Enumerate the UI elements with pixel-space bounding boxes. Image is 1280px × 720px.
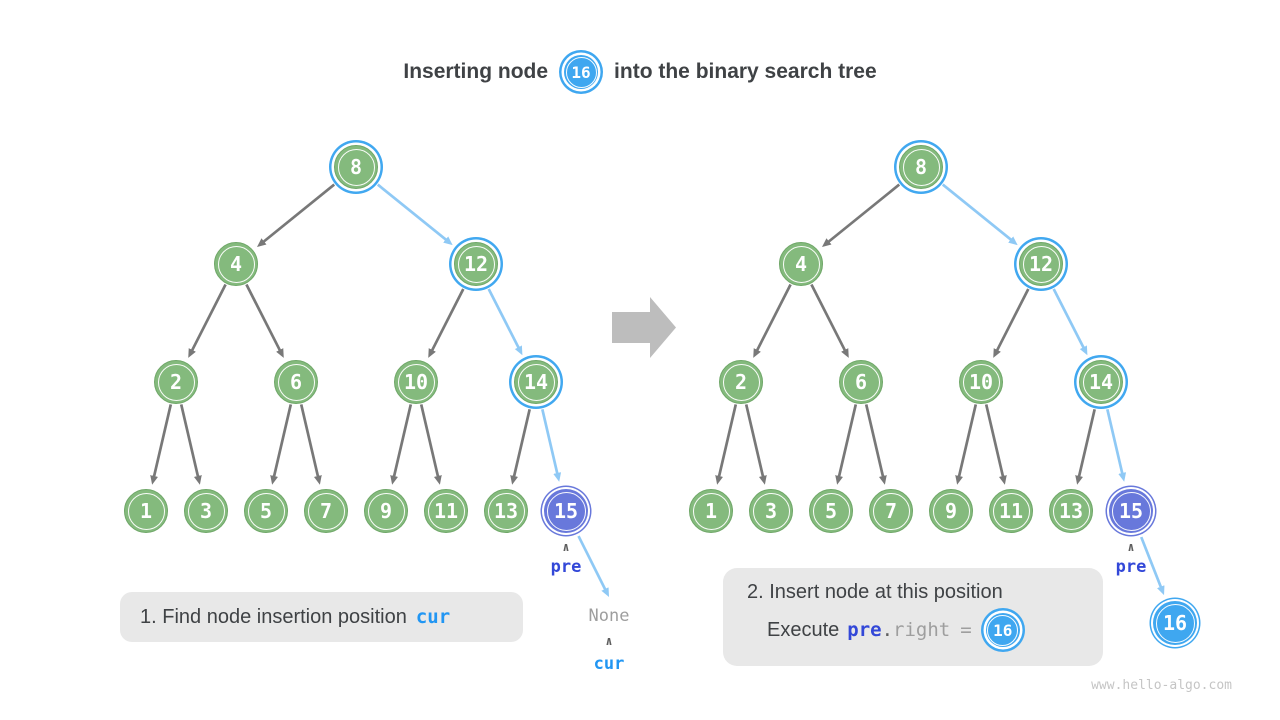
tree-node-before-9: 9 [364,489,408,533]
tree-node-after-6: 6 [839,360,883,404]
tree-node-after-13: 13 [1049,489,1093,533]
edge-before-2-3 [179,404,202,485]
label-after-pre: pre [1115,557,1147,577]
tree-node-before-14: 14 [514,360,558,404]
tree-node-before-15: 15 [544,489,588,533]
tree-node-after-16: 16 [1153,601,1197,645]
tree-node-before-1: 1 [124,489,168,533]
edge-after-6-5 [835,404,858,485]
edge-before-14-15 [541,408,562,482]
label-before-caret: ∧ [605,634,613,648]
caption-step2-line2: Execute pre . right = 16 [767,613,1103,647]
edge-after-2-1 [715,404,738,485]
caption-step2-code-pre: pre [847,619,882,641]
edge-before-10-9 [390,404,413,485]
edge-before-4-2 [188,283,227,358]
tree-node-after-4: 4 [779,242,823,286]
caption-step2-node-16-value: 16 [993,620,1013,640]
edge-after-14-15 [1106,408,1127,482]
transition-right-arrow [612,297,676,358]
label-before-none: None [588,606,630,626]
label-after-caret: ∧ [1127,540,1135,554]
caption-step2-prefix: Execute [767,618,840,641]
tree-node-after-10: 10 [959,360,1003,404]
edge-after-12-10 [993,288,1030,358]
tree-node-before-2: 2 [154,360,198,404]
edge-before-10-11 [419,404,442,485]
figure-title: Inserting node 16 into the binary search… [0,50,1280,94]
tree-node-before-13: 13 [484,489,528,533]
label-before-pre: pre [550,557,582,577]
edge-before-6-5 [270,404,293,485]
tree-node-after-7: 7 [869,489,913,533]
edge-before-4-6 [245,283,284,358]
edge-after-15-16 [1139,536,1165,596]
tree-node-after-11: 11 [989,489,1033,533]
caption-step1-code-cur: cur [415,606,451,628]
edge-after-8-12 [941,183,1018,246]
tree-node-before-3: 3 [184,489,228,533]
tree-node-before-6: 6 [274,360,318,404]
tree-node-after-1: 1 [689,489,733,533]
edge-before-2-1 [150,404,173,485]
edge-before-15-null [577,535,610,598]
edge-after-2-3 [744,404,767,485]
caption-step2-code-eq: = [960,619,972,641]
tree-node-after-2: 2 [719,360,763,404]
caption-step1: 1. Find node insertion position cur [120,592,523,642]
title-prefix: Inserting node [403,60,549,83]
caption-step2-node-16-badge: 16 [985,613,1020,647]
title-node-16-badge: 16 [564,55,599,89]
edge-after-6-7 [864,404,887,485]
edge-after-12-14 [1052,288,1088,356]
tree-node-after-8: 8 [899,145,943,189]
edge-before-12-10 [428,288,465,358]
tree-node-before-4: 4 [214,242,258,286]
title-suffix: into the binary search tree [614,60,877,83]
tree-node-before-11: 11 [424,489,468,533]
label-before-caret: ∧ [562,540,570,554]
edge-before-14-13 [510,408,531,485]
tree-node-before-12: 12 [454,242,498,286]
tree-node-before-5: 5 [244,489,288,533]
caption-step1-text: 1. Find node insertion position [140,605,407,628]
caption-step2-code-right: right [893,619,951,641]
edge-after-10-9 [955,404,978,485]
tree-node-before-10: 10 [394,360,438,404]
label-before-cur: cur [593,654,625,674]
edge-after-4-2 [753,283,792,358]
edge-before-8-12 [376,183,453,246]
edge-after-8-4 [821,183,901,248]
tree-node-before-8: 8 [334,145,378,189]
edge-after-14-13 [1075,408,1096,485]
edge-before-8-4 [256,183,336,248]
edge-before-6-7 [299,404,322,485]
tree-node-after-5: 5 [809,489,853,533]
tree-node-after-15: 15 [1109,489,1153,533]
edge-after-4-6 [810,283,849,358]
caption-step2-line1: 2. Insert node at this position [747,581,1003,603]
tree-node-after-14: 14 [1079,360,1123,404]
tree-node-after-3: 3 [749,489,793,533]
tree-node-after-12: 12 [1019,242,1063,286]
watermark: www.hello-algo.com [1091,678,1232,693]
tree-node-after-9: 9 [929,489,973,533]
tree-node-before-7: 7 [304,489,348,533]
caption-step2: 2. Insert node at this position Execute … [723,568,1103,666]
caption-step2-code-dot: . [881,619,894,641]
edge-after-10-11 [984,404,1007,485]
edge-before-12-14 [487,288,523,356]
